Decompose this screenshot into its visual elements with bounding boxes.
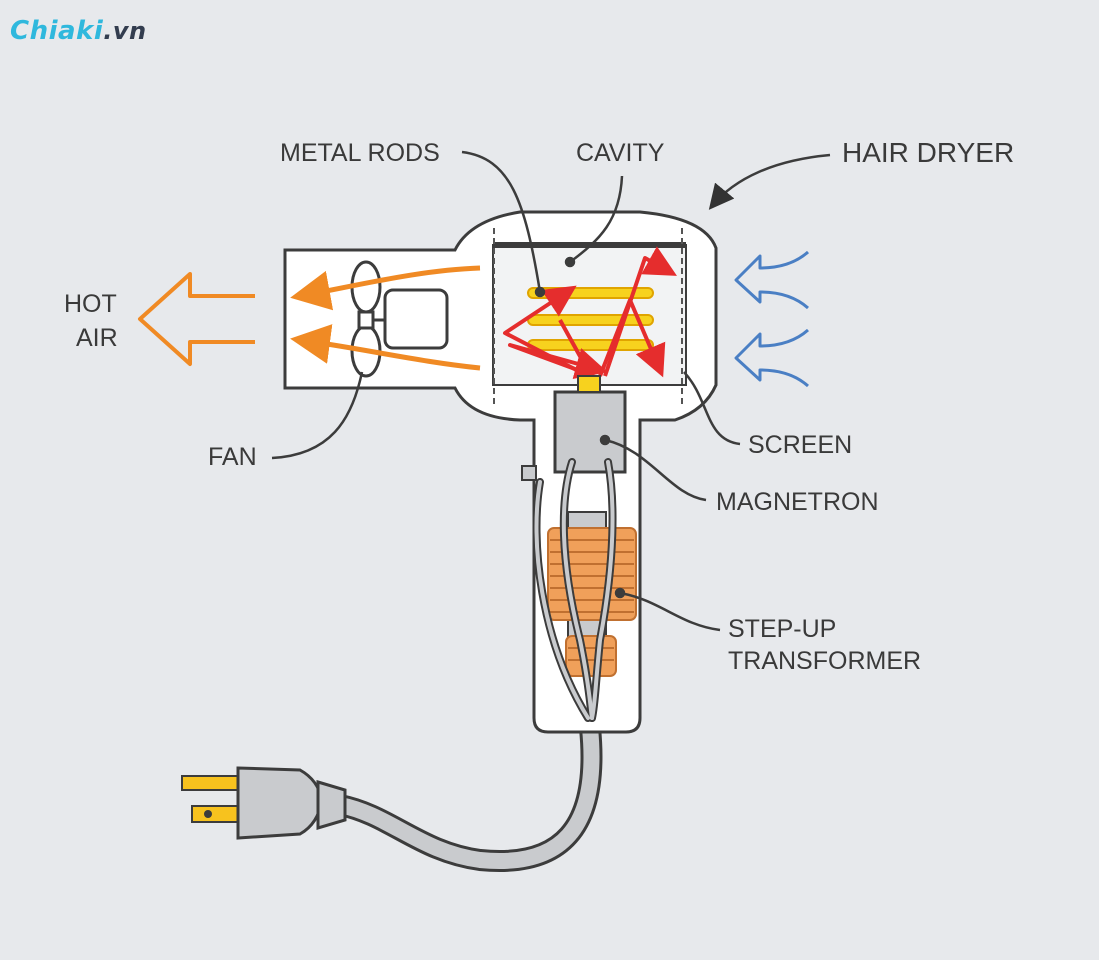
leader-magnetron [604, 438, 707, 502]
fan-motor [383, 288, 449, 350]
magnetron [553, 390, 627, 474]
label-cavity: CAVITY [576, 139, 665, 167]
intake-air-arrows [734, 250, 809, 388]
fan-icon [350, 260, 385, 378]
microwave-paths [503, 246, 677, 379]
label-magnetron: MAGNETRON [716, 488, 879, 516]
brand-logo: Chiaki.vn [10, 16, 147, 46]
label-hair-dryer: HAIR DRYER [842, 137, 1014, 168]
label-screen: SCREEN [748, 431, 852, 459]
label-metal-rods: METAL RODS [280, 139, 440, 167]
logo-brand: Chiaki [10, 16, 104, 46]
hot-air-flow [290, 265, 481, 371]
leader-cavity [569, 175, 624, 264]
label-hot: HOT [64, 290, 117, 318]
switch [521, 465, 537, 481]
label-air: AIR [76, 324, 118, 352]
label-fan: FAN [208, 443, 257, 471]
metal-rods [527, 287, 654, 351]
logo-suffix: .vn [103, 17, 147, 45]
label-transformer: TRANSFORMER [728, 647, 921, 675]
label-step-up: STEP-UP [728, 615, 836, 643]
leader-screen [683, 371, 741, 446]
leader-fan [271, 371, 364, 460]
hot-air-arrow [138, 272, 255, 366]
leader-hair-dryer [708, 153, 831, 210]
leader-metal-rods [461, 150, 542, 293]
leader-transformer [619, 591, 721, 632]
plug [181, 766, 347, 840]
